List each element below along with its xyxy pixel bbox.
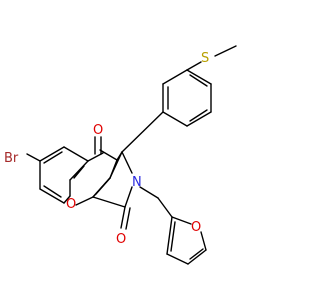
bond	[120, 206, 126, 229]
bond	[43, 151, 63, 164]
bond	[69, 160, 89, 181]
bond	[189, 74, 208, 87]
bond	[116, 151, 123, 161]
bond	[139, 186, 159, 199]
bond	[189, 248, 204, 260]
bond	[125, 207, 131, 230]
pyran-oxygen-label: O	[66, 197, 76, 212]
bond	[95, 177, 111, 195]
bond	[63, 146, 89, 162]
bond	[189, 109, 208, 122]
bond	[170, 221, 176, 252]
bromine-atom-label: Br	[4, 151, 19, 166]
bond	[121, 151, 133, 174]
bond-network	[26, 45, 237, 265]
bond	[171, 216, 192, 225]
atom-labels: Br O O O N O S	[4, 51, 209, 247]
bond	[124, 186, 133, 208]
nitrogen-atom-label: N	[132, 175, 142, 190]
bond	[186, 69, 212, 85]
bond	[43, 185, 62, 198]
ketone-oxygen-label: O	[93, 123, 103, 138]
bond	[99, 149, 118, 161]
bond	[186, 61, 202, 71]
bond	[214, 45, 237, 57]
bond	[39, 188, 65, 204]
bond	[75, 196, 94, 206]
structure-canvas: Br O O O N O S	[4, 45, 237, 265]
bond	[166, 216, 173, 255]
bond	[63, 195, 71, 204]
bond	[73, 165, 85, 179]
bond	[157, 197, 173, 218]
bond	[166, 253, 189, 265]
bond	[121, 111, 164, 153]
imide-oxygen-label: O	[116, 232, 126, 247]
bond	[186, 111, 212, 127]
bond	[26, 153, 41, 162]
sulfur-atom-label: S	[201, 51, 209, 66]
bond	[162, 111, 188, 127]
molecule-structure: Br O O O N O S	[4, 45, 237, 265]
bond	[39, 146, 65, 162]
bond	[92, 196, 126, 208]
bond	[162, 69, 188, 85]
bond	[187, 249, 207, 265]
bond	[200, 231, 207, 251]
bond	[109, 159, 118, 179]
furan-oxygen-label: O	[191, 220, 201, 235]
